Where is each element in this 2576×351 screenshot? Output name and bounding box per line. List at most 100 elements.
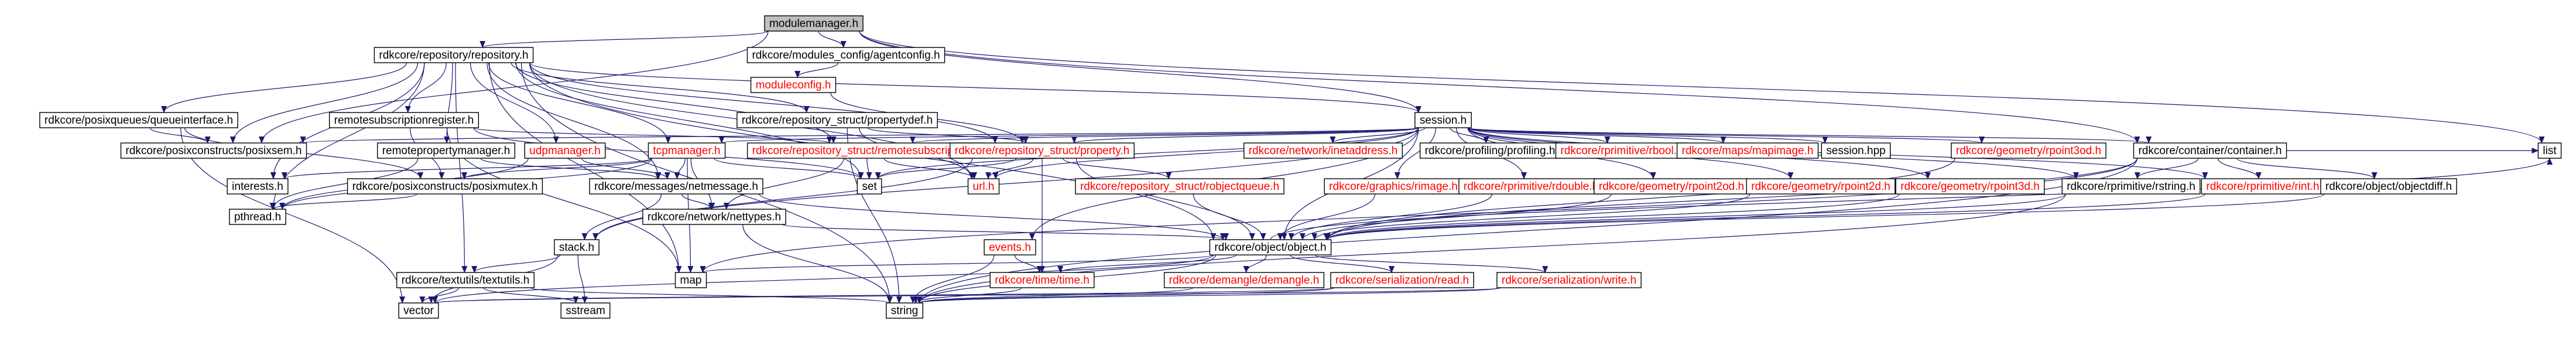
node-label: rdkcore/rprimitive/rdouble.h (1464, 180, 1598, 193)
dependency-edge (1014, 254, 1043, 273)
dependency-edge (719, 127, 1419, 144)
dependency-edge (149, 127, 211, 144)
graph-node[interactable]: rdkcore/posixconstructs/posixsem.h (120, 142, 307, 159)
graph-node[interactable]: rdkcore/geometry/rpoint3d.h (1895, 178, 2045, 195)
graph-node[interactable]: rdkcore/network/inetaddress.h (1244, 142, 1403, 159)
graph-node[interactable]: rdkcore/serialization/write.h (1496, 272, 1642, 288)
graph-node[interactable]: rdkcore/geometry/rpoint2od.h (1594, 178, 1749, 195)
node-label: pthread.h (234, 211, 281, 223)
graph-node[interactable]: interests.h (227, 178, 289, 195)
graph-node[interactable]: rdkcore/modules_config/agentconfig.h (746, 47, 946, 63)
node-box (376, 142, 516, 159)
graph-node[interactable]: rdkcore/textutils/textutils.h (396, 272, 535, 288)
graph-node[interactable]: rdkcore/repository_struct/propertydef.h (737, 112, 938, 128)
graph-node[interactable]: session.hpp (1821, 142, 1891, 159)
dependency-edge (1299, 193, 1612, 240)
node-box (648, 142, 726, 159)
node-label: rdkcore/geometry/rpoint3d.h (1900, 180, 2040, 193)
graph-node[interactable]: rdkcore/messages/netmessage.h (589, 178, 763, 195)
dependency-edge (282, 158, 653, 179)
graph-node[interactable]: session.h (1414, 112, 1472, 128)
graph-node[interactable]: string (886, 302, 923, 319)
graph-node[interactable]: list (2537, 142, 2562, 159)
graph-node[interactable]: rdkcore/profiling/profiling.h (1419, 142, 1561, 159)
graph-node[interactable]: url.h (967, 178, 1000, 195)
node-label: events.h (989, 241, 1031, 254)
graph-node[interactable]: rdkcore/repository/repository.h (374, 47, 534, 63)
graph-node[interactable]: rdkcore/rprimitive/rdouble.h (1458, 178, 1604, 195)
graph-node[interactable]: rdkcore/object/objectdiff.h (2320, 178, 2457, 195)
graph-node[interactable]: rdkcore/maps/mapimage.h (1676, 142, 1819, 159)
graph-node[interactable]: rdkcore/graphics/rimage.h (1324, 178, 1463, 195)
graph-node[interactable]: rdkcore/geometry/rpoint3od.h (1951, 142, 2106, 159)
graph-node[interactable]: remotesubscriptionregister.h (328, 112, 479, 128)
dependency-edge (723, 158, 844, 210)
graph-node[interactable]: stack.h (554, 239, 600, 255)
graph-node[interactable]: rdkcore/posixconstructs/posixmutex.h (347, 178, 543, 195)
graph-node[interactable]: sstream (560, 302, 611, 319)
graph-node[interactable]: rdkcore/serialization/read.h (1330, 272, 1474, 288)
graph-node[interactable]: rdkcore/rprimitive/rbool.h (1555, 142, 1688, 159)
dependency-edge (511, 62, 810, 113)
node-label: rdkcore/repository_struct/remotesubscrip… (752, 145, 981, 157)
graph-node[interactable]: rdkcore/repository_struct/robjectqueue.h (1075, 178, 1284, 195)
dependency-edge (229, 62, 419, 144)
graph-node[interactable]: remotepropertymanager.h (376, 142, 516, 159)
node-label: rdkcore/profiling/profiling.h (1425, 145, 1556, 157)
node-label: rdkcore/rprimitive/rstring.h (2067, 180, 2195, 193)
node-label: rdkcore/posixconstructs/posixsem.h (126, 145, 302, 157)
node-label: rdkcore/rprimitive/rint.h (2206, 180, 2319, 193)
node-box (396, 272, 535, 288)
graph-node[interactable]: vector (398, 302, 439, 319)
node-box (560, 302, 611, 319)
graph-node[interactable]: map (674, 272, 707, 288)
graph-node[interactable]: rdkcore/rprimitive/rint.h (2201, 178, 2325, 195)
graph-node[interactable]: events.h (984, 239, 1036, 255)
graph-node[interactable]: udpmanager.h (524, 142, 606, 159)
dependency-edge (432, 254, 1214, 304)
node-box (642, 209, 786, 225)
node-label: rdkcore/geometry/rpoint3od.h (1956, 145, 2101, 157)
graph-node[interactable]: rdkcore/repository_struct/property.h (950, 142, 1135, 159)
graph-node[interactable]: set (857, 178, 882, 195)
node-label: remotepropertymanager.h (382, 145, 511, 157)
graph-node[interactable]: rdkcore/posixqueues/queueinterface.h (39, 112, 238, 128)
dependency-edge (461, 158, 653, 179)
node-label: rdkcore/time/time.h (995, 274, 1090, 287)
dependency-edge (483, 287, 579, 304)
graph-node[interactable]: pthread.h (229, 209, 286, 225)
graph-node[interactable]: rdkcore/geometry/rpoint2d.h (1746, 178, 1896, 195)
node-box (1075, 178, 1284, 195)
dependency-edge (515, 62, 837, 144)
graph-node[interactable]: rdkcore/network/nettypes.h (642, 209, 786, 225)
node-label: rdkcore/serialization/read.h (1335, 274, 1469, 287)
node-label: rdkcore/maps/mapimage.h (1682, 145, 1814, 157)
graph-node[interactable]: rdkcore/repository_struct/remotesubscrip… (746, 142, 986, 159)
node-box (1821, 142, 1891, 159)
graph-node[interactable]: rdkcore/container/container.h (2133, 142, 2287, 159)
dependency-edge (1467, 127, 1985, 144)
graph-node[interactable]: rdkcore/rprimitive/rstring.h (2061, 178, 2201, 195)
graph-node[interactable]: rdkcore/demangle/demangle.h (1163, 272, 1325, 288)
dependency-edge (875, 127, 1419, 179)
dependency-edge (1062, 158, 1172, 179)
node-label: rdkcore/repository_struct/property.h (955, 145, 1130, 157)
node-box (1244, 142, 1403, 159)
graph-node[interactable]: rdkcore/object/object.h (1209, 239, 1332, 255)
node-label: rdkcore/object/objectdiff.h (2325, 180, 2452, 193)
dependency-edge (470, 62, 559, 144)
node-label: rdkcore/messages/netmessage.h (594, 180, 758, 193)
dependency-edge (455, 62, 468, 273)
graph-node[interactable]: tcpmanager.h (648, 142, 726, 159)
node-label: modulemanager.h (769, 18, 858, 30)
node-label: string (891, 305, 918, 317)
graph-node[interactable]: moduleconfig.h (750, 77, 837, 93)
graph-node[interactable]: rdkcore/time/time.h (989, 272, 1095, 288)
node-label: rdkcore/geometry/rpoint2d.h (1751, 180, 1890, 193)
node-box (984, 239, 1036, 255)
dependency-edge (1325, 193, 2205, 240)
dependency-edge (1288, 193, 1492, 240)
node-label: interests.h (232, 180, 283, 193)
dependency-edge (592, 158, 973, 240)
